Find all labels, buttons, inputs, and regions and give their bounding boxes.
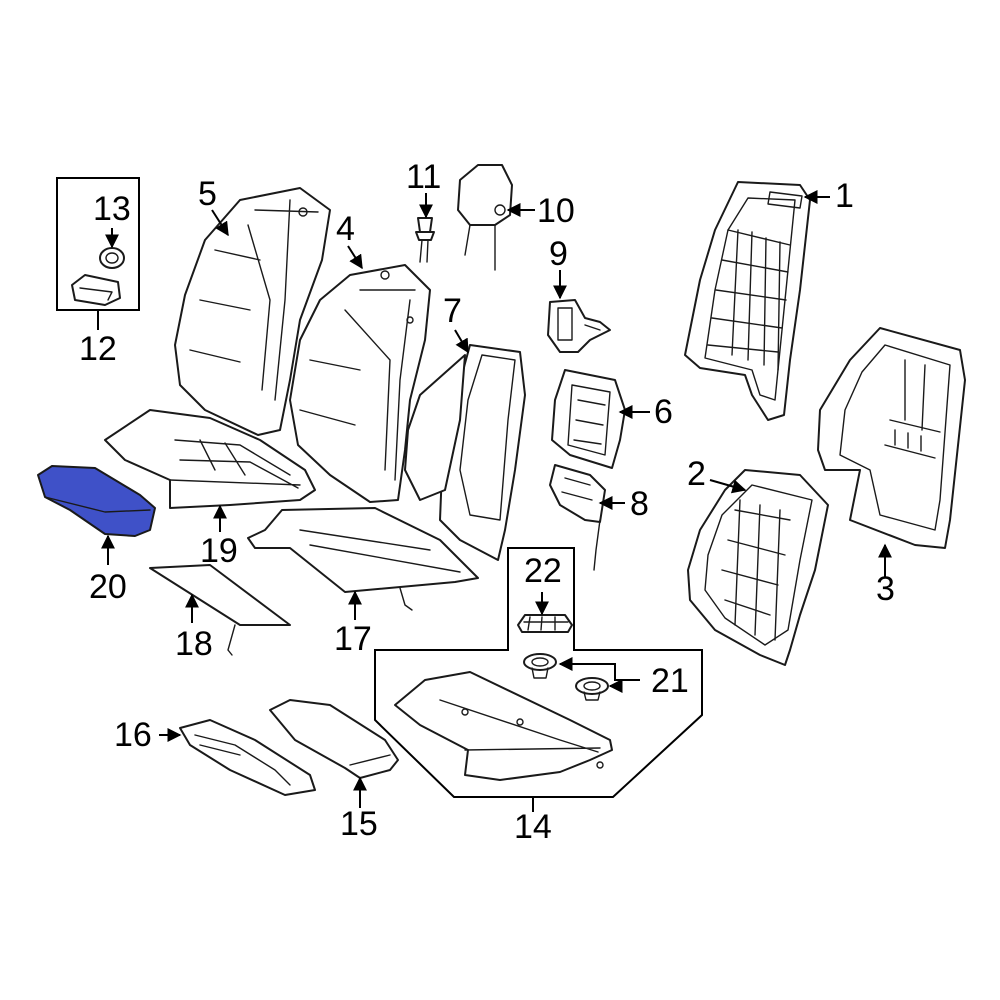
callout-13: 13 xyxy=(93,190,131,228)
callout-16: 16 xyxy=(114,716,152,754)
callout-21: 21 xyxy=(651,662,689,700)
callout-1: 1 xyxy=(835,177,854,215)
part-1-backrest-frame[interactable] xyxy=(684,181,811,421)
callout-18: 18 xyxy=(175,625,213,663)
part-16-switch-bezel[interactable] xyxy=(179,719,316,796)
part-14-box xyxy=(374,547,703,798)
part-14-seat-frame[interactable] xyxy=(394,671,613,781)
part-10-headrest[interactable] xyxy=(457,164,513,271)
callout-9: 9 xyxy=(549,235,568,273)
callout-20: 20 xyxy=(89,568,127,606)
callout-22: 22 xyxy=(524,552,562,590)
callout-5: 5 xyxy=(198,175,217,213)
part-8-side-bracket[interactable] xyxy=(549,464,606,571)
callout-10: 10 xyxy=(537,192,575,230)
callout-6: 6 xyxy=(654,393,673,431)
callout-11: 11 xyxy=(406,158,441,196)
callout-14: 14 xyxy=(514,808,552,846)
part-7-side-panel[interactable] xyxy=(404,344,526,561)
part-6-lumbar-module[interactable] xyxy=(551,369,626,469)
part-4-backrest-cushion[interactable] xyxy=(289,264,431,503)
part-11-headrest-guide[interactable] xyxy=(415,217,435,263)
callout-17: 17 xyxy=(334,620,372,658)
callout-2: 2 xyxy=(687,455,706,493)
part-18-heater-mat[interactable] xyxy=(149,564,291,656)
part-21-plug-b[interactable] xyxy=(575,677,609,701)
callout-7: 7 xyxy=(443,292,462,330)
callout-8: 8 xyxy=(630,485,649,523)
callout-19: 19 xyxy=(200,532,238,570)
part-2-backrest-side-frame[interactable] xyxy=(687,469,829,666)
part-19-seat-cushion-pad[interactable] xyxy=(104,409,316,509)
callout-3: 3 xyxy=(876,570,895,608)
part-13-knob[interactable] xyxy=(99,247,125,269)
leader-lines xyxy=(97,190,892,812)
part-21-plug-a[interactable] xyxy=(523,653,557,679)
callout-4: 4 xyxy=(336,210,355,248)
part-5-backrest-cover[interactable] xyxy=(174,187,331,436)
part-9-adjuster-mechanism[interactable] xyxy=(547,299,611,353)
part-20-seat-cushion-highlighted[interactable] xyxy=(37,465,156,537)
part-22-mesh-grommet[interactable] xyxy=(517,614,573,633)
part-15-side-trim[interactable] xyxy=(269,699,399,779)
callout-12: 12 xyxy=(79,330,117,368)
part-3-back-panel[interactable] xyxy=(817,327,966,549)
part-17-seat-pan[interactable] xyxy=(247,507,479,611)
callout-labels: 1 2 3 4 5 6 7 8 9 10 11 12 13 14 15 16 1… xyxy=(79,158,895,846)
callout-15: 15 xyxy=(340,805,378,843)
